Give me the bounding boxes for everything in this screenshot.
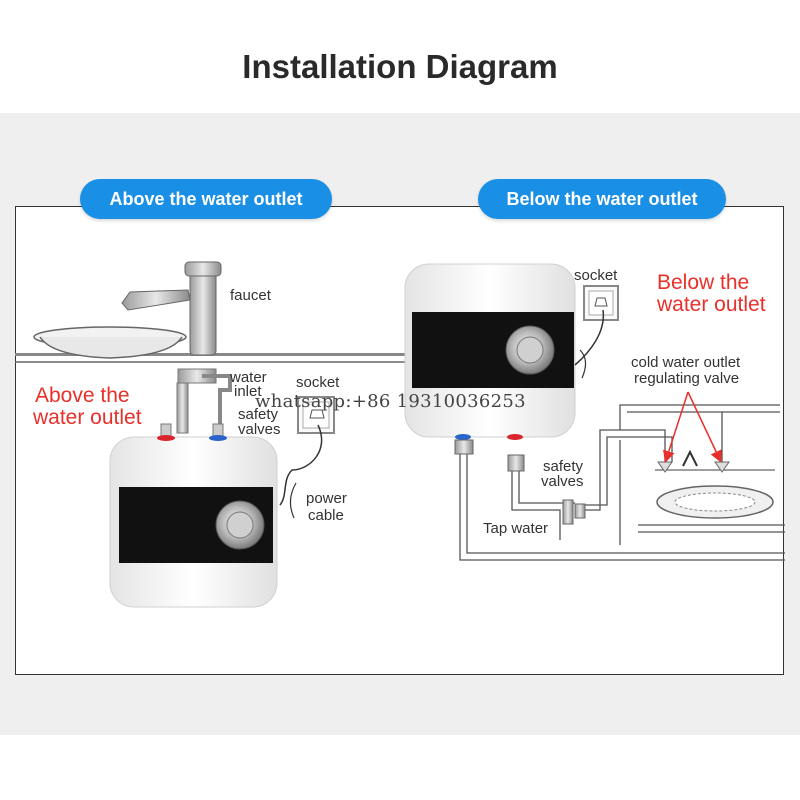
label-water-inlet-2: inlet — [234, 383, 262, 400]
label-cold-valve-1: cold water outlet — [631, 354, 741, 371]
left-sink-basin — [33, 326, 187, 359]
left-socket — [297, 396, 335, 434]
right-power-cable-line — [574, 309, 605, 366]
left-side-label-1: Above the — [35, 384, 130, 407]
left-side-label-2: water outlet — [33, 406, 142, 429]
label-safety-valves-right-2: valves — [541, 473, 584, 490]
label-safety-valves-left-2: valves — [238, 421, 281, 438]
label-power-cable-2: cable — [308, 507, 344, 524]
badge-above-outlet: Above the water outlet — [80, 179, 332, 219]
label-water-inlet-1: water — [230, 369, 267, 386]
right-side-bracket — [579, 349, 587, 379]
label-safety-valves-right-1: safety — [543, 458, 584, 475]
right-socket — [583, 285, 619, 321]
left-cable-bracket — [289, 482, 297, 519]
valve-arrows — [663, 391, 722, 463]
left-power-cable-line — [279, 424, 323, 506]
right-fittings — [454, 439, 586, 525]
right-water-heater — [404, 263, 576, 440]
faucet-graphic — [121, 261, 222, 356]
page-title: Installation Diagram — [242, 48, 558, 85]
right-pipes — [459, 404, 785, 561]
watermark-text: whatsapp:+86 19310036253 — [255, 391, 526, 412]
label-cold-valve-2: regulating valve — [634, 370, 740, 387]
label-tap-water: Tap water — [483, 520, 549, 537]
right-side-label-2: water outlet — [657, 293, 766, 316]
left-inlet-pipes — [160, 368, 232, 439]
label-safety-valves-left-1: safety — [238, 406, 279, 423]
label-left-socket: socket — [296, 374, 340, 391]
label-power-cable-1: power — [306, 490, 347, 507]
left-water-heater — [109, 435, 278, 608]
label-right-socket: socket — [574, 267, 618, 284]
right-sink-basin — [655, 449, 775, 519]
right-side-label-1: Below the — [657, 271, 750, 294]
label-faucet: faucet — [230, 287, 271, 304]
badge-below-outlet: Below the water outlet — [478, 179, 726, 219]
